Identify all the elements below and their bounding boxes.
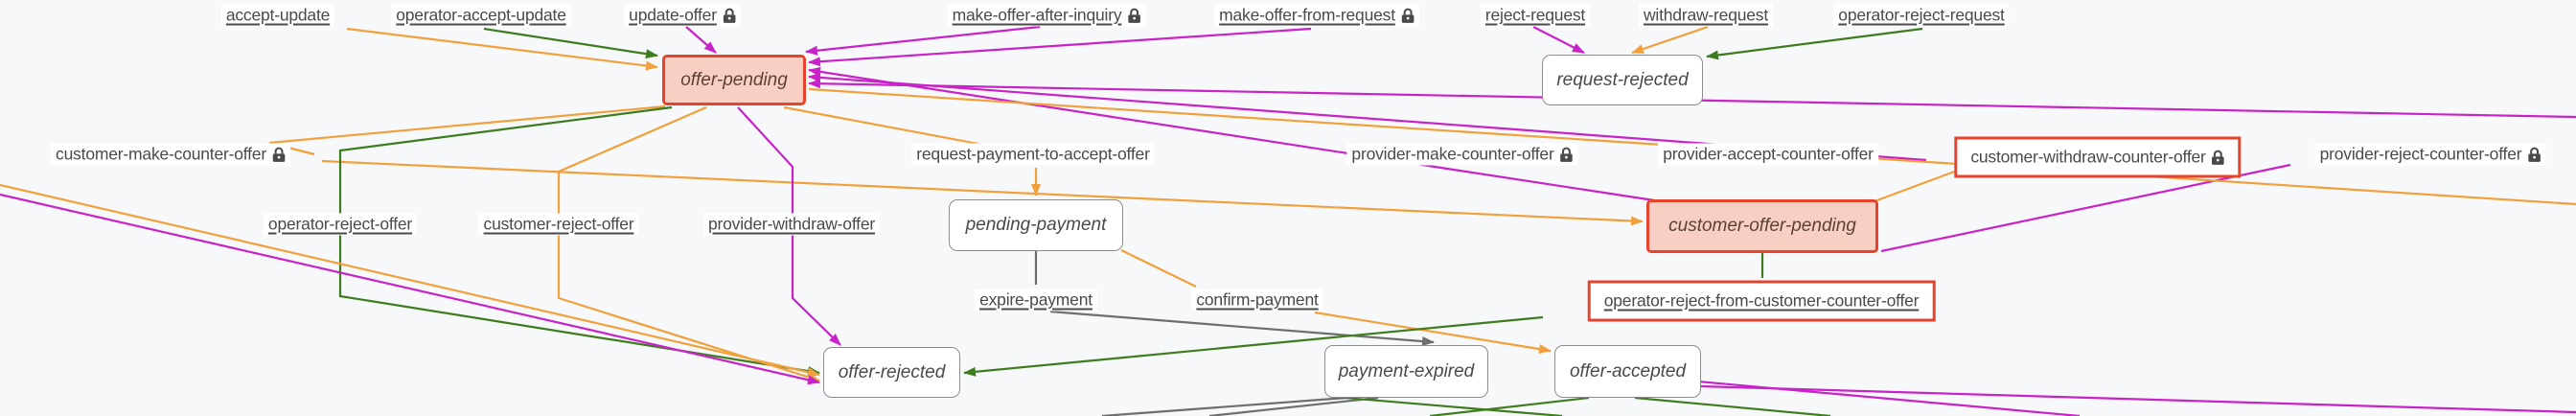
state-offer-pending[interactable]: offer-pending [662,55,806,105]
transition-customer-reject-offer[interactable]: customer-reject-offer [478,213,639,236]
edge-3 [805,25,1041,56]
transition-provider-withdraw-offer[interactable]: provider-withdraw-offer [702,213,881,236]
lock-icon [1401,8,1414,23]
state-label: offer-rejected [838,361,946,382]
state-offer-rejected[interactable]: offer-rejected [823,347,960,398]
state-request-rejected[interactable]: request-rejected [1542,55,1703,105]
edge-28 [0,193,820,385]
state-label: offer-pending [680,69,788,90]
edge-24 [1314,311,1552,355]
edge-16 [268,104,666,156]
transition-update-offer[interactable]: update-offer [624,4,741,27]
transition-withdraw-request[interactable]: withdraw-request [1638,4,1774,27]
edge-27 [0,183,820,378]
transition-provider-accept-counter-offer[interactable]: provider-accept-counter-offer [1658,143,1878,166]
edge-11 [1532,26,1585,54]
transition-operator-reject-from-customer-counter-offer[interactable]: operator-reject-from-customer-counter-of… [1587,280,1936,322]
transition-label: update-offer [629,5,717,25]
edge-8 [1880,163,2291,253]
edge-0 [346,27,658,71]
lock-icon [272,147,286,162]
transition-provider-make-counter-offer[interactable]: provider-make-counter-offer [1346,143,1578,166]
transition-label: provider-withdraw-offer [707,214,876,234]
lock-icon [2212,150,2224,165]
lock-icon [723,8,736,23]
transition-label: customer-withdraw-counter-offer [1970,147,2206,167]
state-customer-offer-pending[interactable]: customer-offer-pending [1646,199,1878,253]
transition-customer-make-counter-offer[interactable]: customer-make-counter-offer [51,143,290,166]
transition-label: make-offer-from-request [1219,5,1395,25]
state-label: request-rejected [1556,69,1689,90]
edge-14 [783,105,1000,150]
state-label: payment-expired [1338,360,1475,381]
transition-label: operator-reject-offer [267,214,413,234]
transition-label: operator-accept-update [396,5,566,25]
transition-provider-reject-counter-offer[interactable]: provider-reject-counter-offer [2314,143,2546,166]
state-label: customer-offer-pending [1668,216,1856,236]
transition-make-offer-after-inquiry[interactable]: make-offer-after-inquiry [947,4,1146,27]
edge-19 [557,105,820,382]
state-offer-accepted[interactable]: offer-accepted [1554,345,1701,398]
transition-label: request-payment-to-accept-offer [916,144,1150,164]
edge-1 [483,27,658,59]
edge-2 [685,26,717,54]
edge-31 [1333,395,1563,416]
edge-34 [1697,380,2081,416]
edge-32 [1429,396,1590,416]
edge-17 [321,159,1644,226]
edge-22 [1049,310,1435,347]
lock-icon [1560,147,1573,162]
edge-35 [1699,384,2576,414]
transition-operator-reject-request[interactable]: operator-reject-request [1833,4,2010,27]
transition-reject-request[interactable]: reject-request [1480,4,1591,27]
transition-label: operator-reject-from-customer-counter-of… [1603,290,1920,311]
edge-26 [963,315,1544,377]
transition-label: confirm-payment [1196,289,1319,310]
edge-33 [1634,396,1831,416]
transition-label: reject-request [1484,5,1586,25]
transition-confirm-payment[interactable]: confirm-payment [1191,289,1323,312]
transition-label: provider-accept-counter-offer [1663,144,1874,164]
transition-operator-accept-update[interactable]: operator-accept-update [391,4,571,27]
edge-4 [808,27,1312,67]
edge-29 [1101,396,1347,416]
transition-operator-reject-offer[interactable]: operator-reject-offer [263,213,418,236]
transition-expire-payment[interactable]: expire-payment [975,289,1097,312]
transition-make-offer-from-request[interactable]: make-offer-from-request [1214,4,1419,27]
transition-accept-update[interactable]: accept-update [220,4,335,27]
state-payment-expired[interactable]: payment-expired [1324,345,1488,398]
transition-label: expire-payment [979,289,1092,310]
transition-customer-withdraw-counter-offer[interactable]: customer-withdraw-counter-offer [1954,136,2242,178]
transition-label: provider-reject-counter-offer [2319,144,2522,164]
state-pending-payment[interactable]: pending-payment [949,199,1123,251]
transition-request-payment-to-accept-offer[interactable]: request-payment-to-accept-offer [911,143,1155,166]
transition-label: accept-update [225,5,331,25]
transition-label: operator-reject-request [1838,5,2005,25]
transition-label: make-offer-after-inquiry [952,5,1122,25]
state-label: offer-accepted [1569,360,1687,381]
transition-label: withdraw-request [1643,5,1769,25]
edge-23 [1120,249,1197,288]
state-label: pending-payment [965,215,1107,235]
transition-label: provider-make-counter-offer [1351,144,1554,164]
edge-18 [338,105,820,377]
lock-icon [2528,147,2541,162]
lock-icon [1128,8,1140,23]
edge-12 [1631,25,1709,55]
transition-label: customer-make-counter-offer [56,144,266,164]
transition-label: customer-reject-offer [483,214,634,234]
edge-13 [1706,27,1923,60]
edge-30 [1208,396,1379,416]
